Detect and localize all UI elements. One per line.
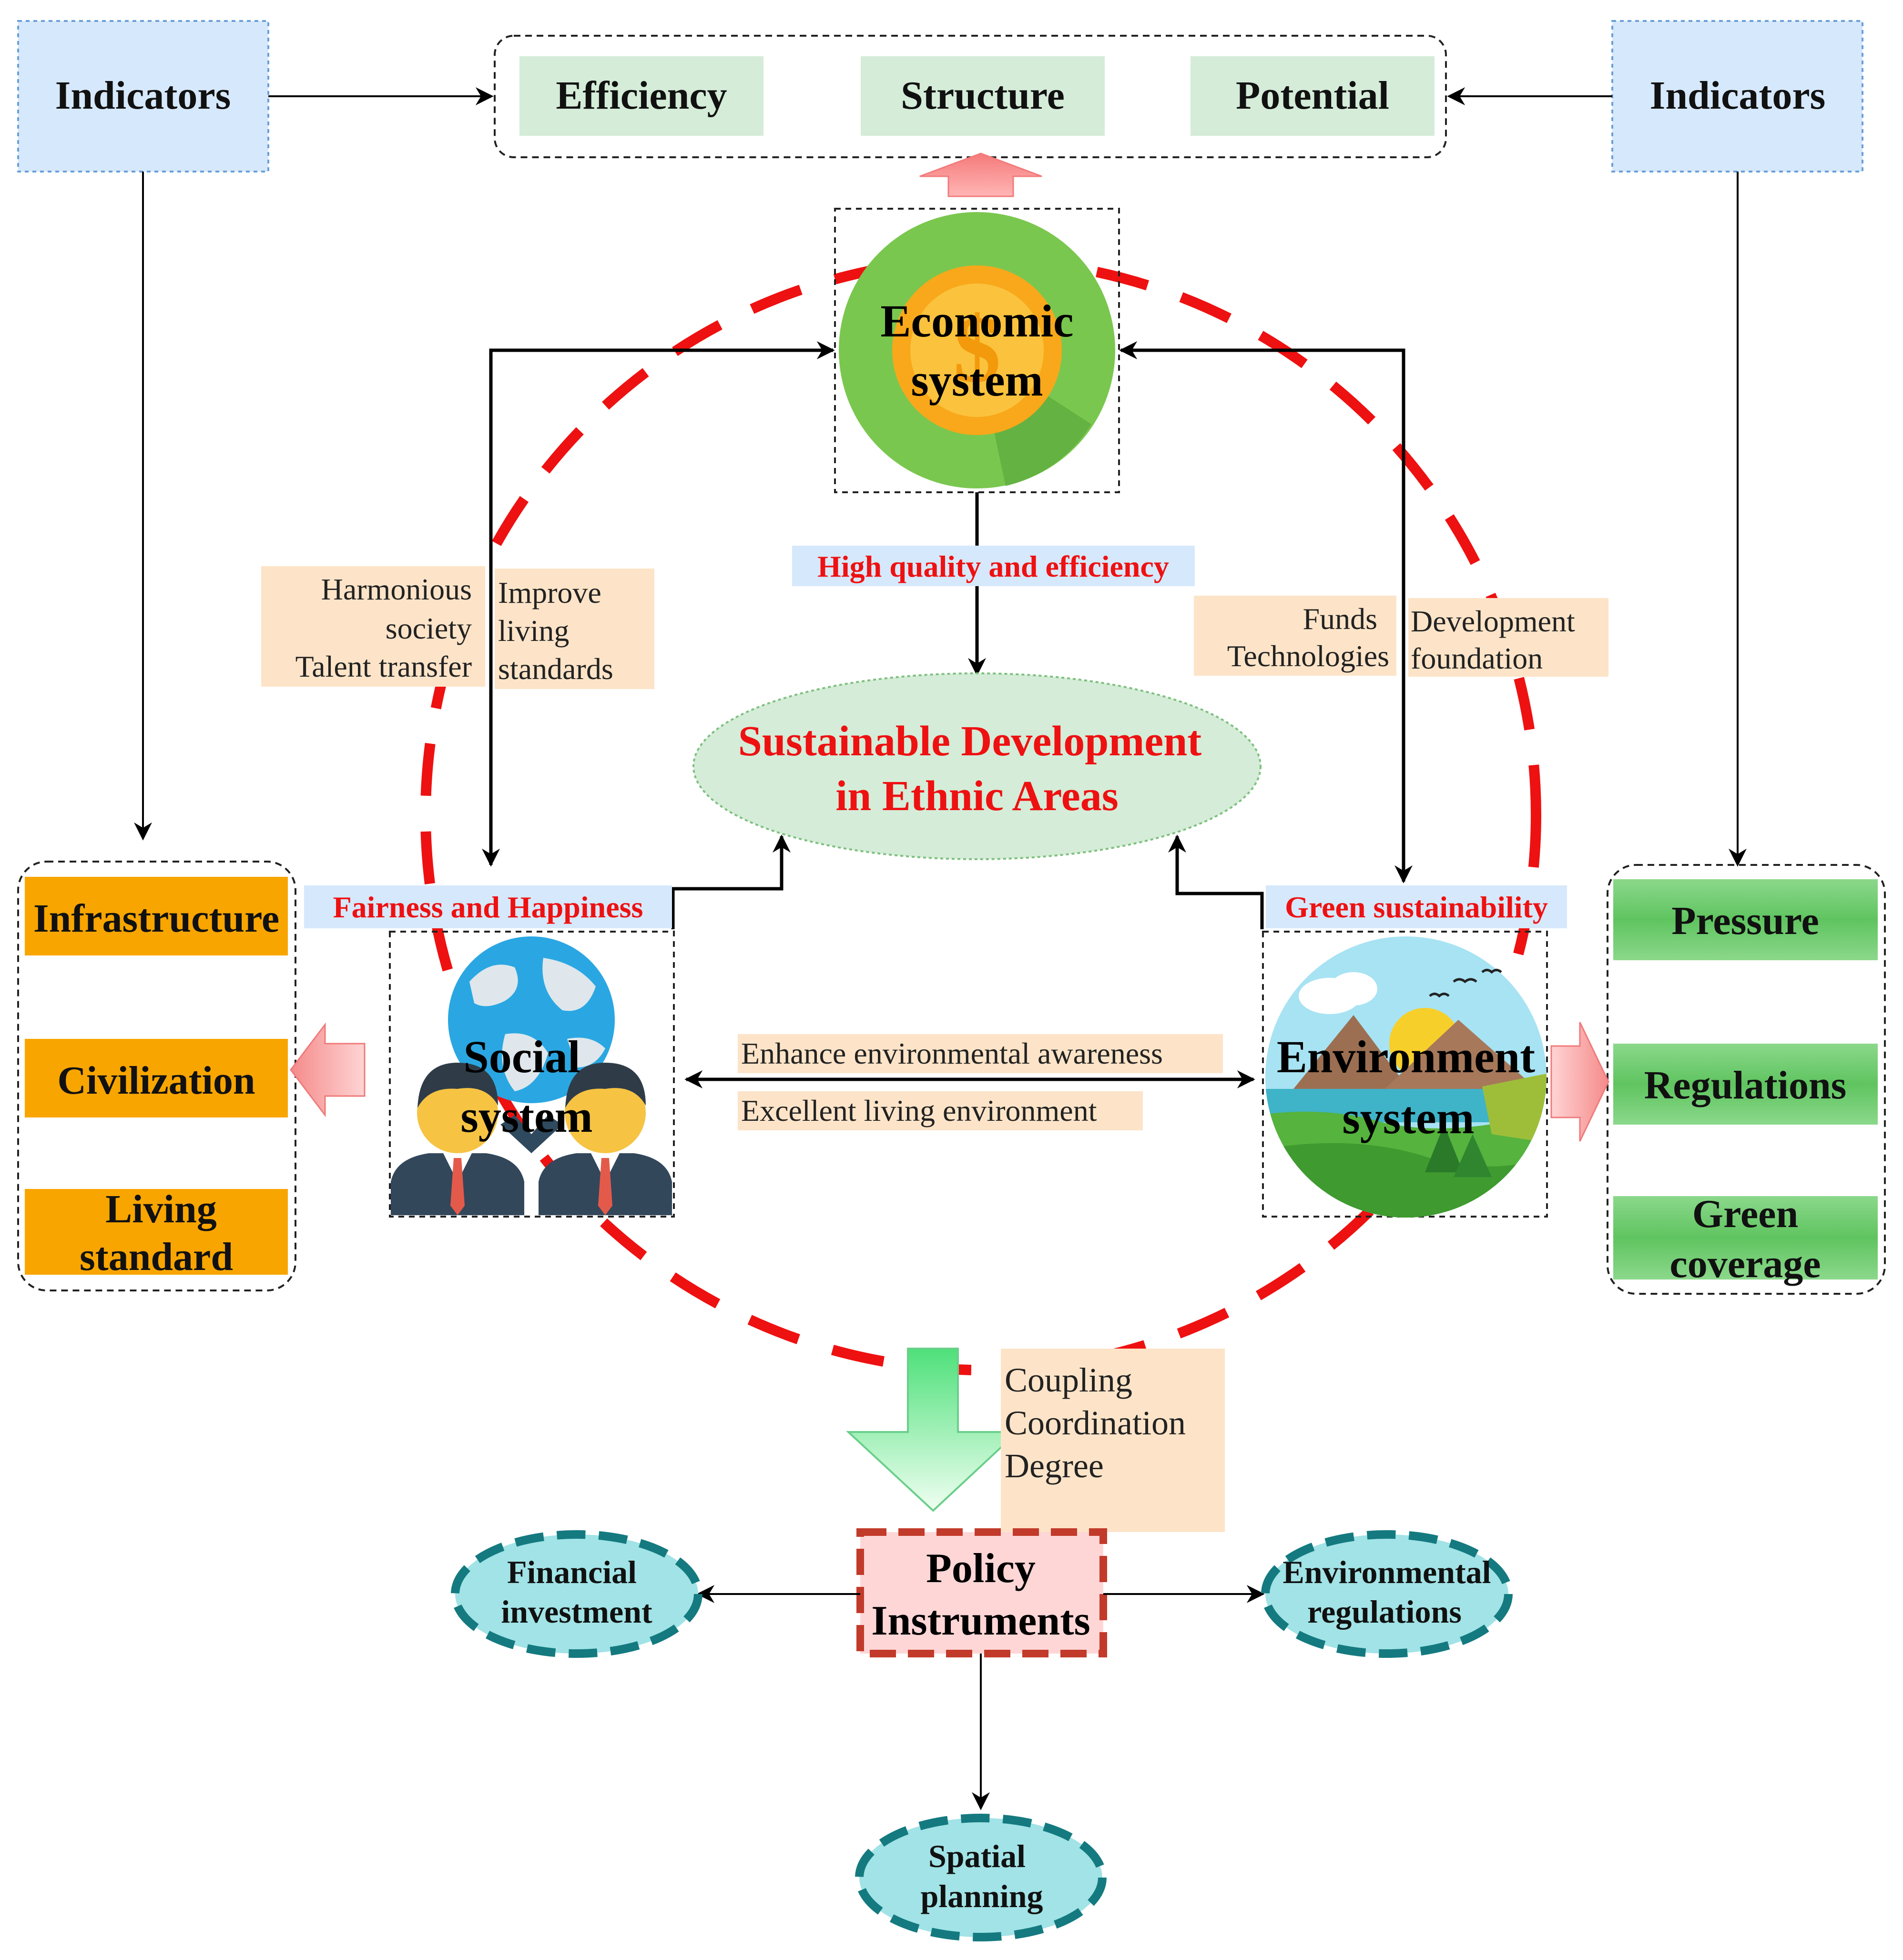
svg-text:Civilization: Civilization — [57, 1058, 255, 1103]
svg-text:living: living — [498, 614, 569, 648]
social-system-frame — [389, 931, 675, 1218]
svg-text:Efficiency: Efficiency — [556, 73, 727, 118]
policy-output-spatial-planning: Spatial planning — [855, 1814, 1107, 1941]
svg-text:Green: Green — [1692, 1192, 1798, 1236]
left-indicators-box: Indicators — [17, 20, 269, 173]
svg-text:planning: planning — [920, 1878, 1043, 1914]
economic-system-label-2: system — [911, 355, 1043, 406]
econ-output-label: High quality and efficiency — [792, 546, 1195, 586]
env-indicator-pressure: Pressure — [1613, 879, 1878, 960]
environment-system-label-2: system — [1342, 1092, 1474, 1143]
svg-text:Fairness and Happiness: Fairness and Happiness — [333, 890, 643, 924]
right-indicators-box: Indicators — [1611, 20, 1863, 173]
coupling-boundary-circle — [420, 254, 1541, 1375]
svg-text:society: society — [386, 611, 472, 645]
note-env-to-econ: Funds Technologies — [1194, 596, 1396, 676]
note-social-to-econ: Harmonious society Talent transfer — [261, 566, 485, 687]
globe-people-icon — [391, 936, 672, 1215]
arrow-econ-social — [482, 341, 835, 867]
svg-text:Degree: Degree — [1005, 1447, 1104, 1485]
economic-indicator-potential: Potential — [1191, 56, 1435, 136]
svg-text:standard: standard — [80, 1235, 233, 1279]
arrow-env-to-center — [1168, 834, 1264, 929]
social-indicator-infrastructure: Infrastructure — [25, 877, 288, 955]
svg-text:Sustainable Development: Sustainable Development — [738, 718, 1202, 765]
svg-text:Living: Living — [105, 1187, 216, 1231]
coupling-down-arrow — [845, 1348, 1020, 1512]
svg-text:Spatial: Spatial — [928, 1838, 1026, 1874]
policy-output-financial-investment: Financial investment — [451, 1530, 702, 1658]
social-indicator-living-standard: Living standard — [25, 1187, 288, 1279]
svg-text:foundation: foundation — [1411, 641, 1543, 675]
sustainable-development-node: Sustainable Development in Ethnic Areas — [692, 672, 1262, 860]
svg-text:Talent transfer: Talent transfer — [295, 650, 472, 683]
env-indicator-green-coverage: Green coverage — [1613, 1192, 1878, 1286]
svg-text:regulations: regulations — [1307, 1594, 1462, 1630]
svg-text:in Ethnic Areas: in Ethnic Areas — [835, 772, 1118, 820]
arrow-social-to-center — [671, 834, 791, 929]
policy-output-environmental-regulations: Environmental regulations — [1261, 1530, 1513, 1658]
social-system-label-2: system — [460, 1091, 592, 1142]
note-coupling-coordination-degree: Coupling Coordination Degree — [1001, 1349, 1225, 1532]
social-output-label: Fairness and Happiness — [304, 885, 672, 928]
env-output-label: Green sustainability — [1266, 885, 1567, 928]
environment-system-label-1: Environment — [1277, 1031, 1535, 1082]
svg-text:Infrastructure: Infrastructure — [33, 896, 279, 941]
economic-indicator-structure: Structure — [861, 56, 1105, 136]
svg-text:Technologies: Technologies — [1227, 639, 1389, 673]
svg-text:Structure: Structure — [901, 73, 1065, 118]
economic-indicator-efficiency: Efficiency — [519, 56, 763, 136]
svg-text:Excellent living environment: Excellent living environment — [741, 1094, 1097, 1127]
svg-text:Regulations: Regulations — [1644, 1063, 1847, 1107]
env-right-arrow — [1550, 1022, 1609, 1142]
svg-text:standards: standards — [498, 652, 613, 686]
social-indicator-civilization: Civilization — [25, 1039, 288, 1117]
economic-up-arrow — [919, 152, 1042, 197]
economic-system-frame — [834, 208, 1120, 493]
svg-text:Potential: Potential — [1236, 73, 1389, 118]
dollar-coin-icon: $ — [839, 212, 1115, 488]
svg-text:Coupling: Coupling — [1005, 1361, 1132, 1399]
left-indicators-label: Indicators — [55, 73, 231, 118]
svg-text:Financial: Financial — [507, 1554, 637, 1590]
svg-text:Improve: Improve — [498, 576, 601, 609]
svg-text:Pressure: Pressure — [1671, 899, 1819, 943]
svg-text:Green sustainability: Green sustainability — [1285, 890, 1548, 924]
svg-text:High quality and efficiency: High quality and efficiency — [817, 549, 1169, 583]
svg-text:Policy: Policy — [926, 1545, 1036, 1592]
note-econ-to-env: Development foundation — [1408, 598, 1608, 677]
svg-text:Environmental: Environmental — [1282, 1554, 1491, 1590]
svg-text:investment: investment — [501, 1594, 652, 1630]
arrow-econ-env — [1119, 341, 1413, 884]
note-econ-to-social: Improve living standards — [495, 569, 654, 689]
social-system-label-1: Social — [463, 1031, 580, 1082]
svg-text:Coordination: Coordination — [1005, 1404, 1186, 1442]
svg-text:Development: Development — [1411, 604, 1575, 638]
svg-text:coverage: coverage — [1669, 1242, 1821, 1286]
svg-text:Enhance environmental awarenes: Enhance environmental awareness — [741, 1036, 1163, 1070]
social-left-arrow — [290, 1022, 366, 1117]
economic-system-label-1: Economic — [880, 295, 1073, 346]
environment-system-frame — [1262, 931, 1548, 1218]
right-indicators-label: Indicators — [1650, 73, 1826, 118]
note-social-env: Enhance environmental awareness Excellen… — [738, 1034, 1223, 1130]
svg-text:Instruments: Instruments — [871, 1598, 1090, 1644]
svg-text:Funds: Funds — [1303, 602, 1378, 636]
svg-text:Harmonious: Harmonious — [321, 572, 472, 606]
env-indicator-regulations: Regulations — [1613, 1044, 1878, 1125]
svg-text:$: $ — [953, 297, 1001, 402]
policy-instruments-node: Policy Instruments — [856, 1528, 1107, 1657]
